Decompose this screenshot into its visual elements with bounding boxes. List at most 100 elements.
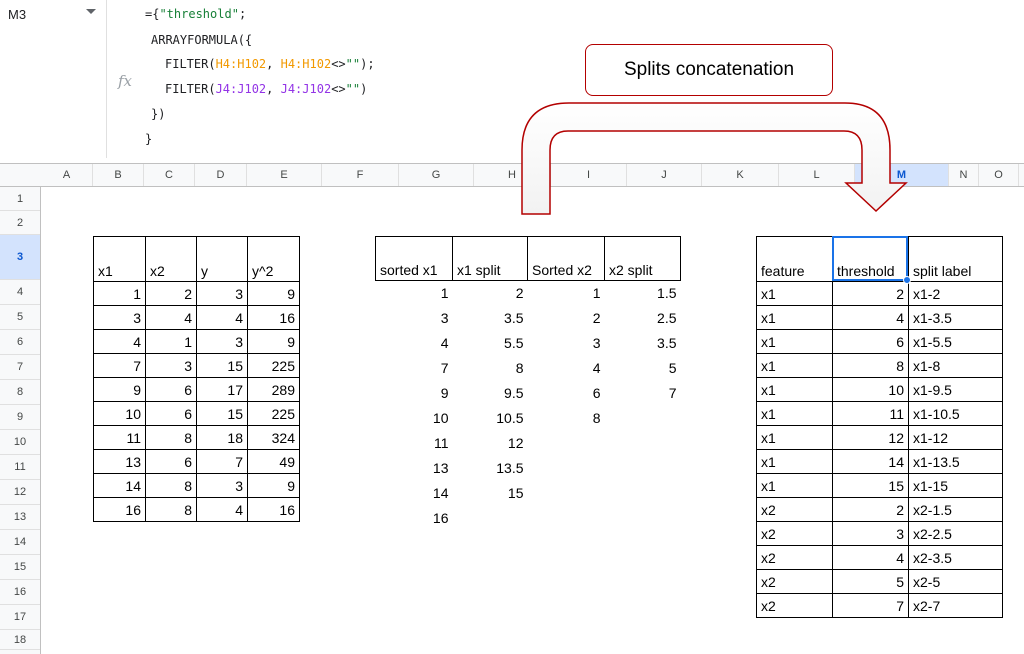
table-cell[interactable]: x2-5 xyxy=(908,569,1003,594)
table-cell[interactable]: 4 xyxy=(196,497,248,522)
chevron-down-icon[interactable] xyxy=(86,9,96,14)
table-cell[interactable] xyxy=(605,456,681,481)
table-cell[interactable]: x2 xyxy=(756,545,833,570)
table-cell[interactable]: 17 xyxy=(196,377,248,402)
table-cell[interactable]: x1-15 xyxy=(908,473,1003,498)
column-header-l[interactable]: L xyxy=(779,164,855,186)
formula-line-4[interactable]: FILTER(J4:J102, J4:J102<>"") xyxy=(165,82,367,96)
table-cell[interactable] xyxy=(453,506,528,531)
table-cell[interactable]: x1 xyxy=(756,425,833,450)
table-cell[interactable]: 5 xyxy=(668,360,677,376)
table-cell[interactable]: 49 xyxy=(247,449,300,474)
table-cell[interactable]: 11 xyxy=(433,435,449,451)
table-cell[interactable]: 9 xyxy=(247,473,300,498)
column-header-n[interactable]: N xyxy=(949,164,979,186)
row-header-5[interactable]: 5 xyxy=(0,305,40,330)
table-cell[interactable] xyxy=(605,481,681,506)
formula-line-6[interactable]: } xyxy=(145,132,152,146)
table-cell[interactable]: 7 xyxy=(93,353,146,378)
table-cell[interactable]: 5.5 xyxy=(504,335,524,351)
table-cell[interactable]: 6 xyxy=(145,401,197,426)
table-cell[interactable]: x1-8 xyxy=(908,353,1003,378)
table-cell[interactable]: 6 xyxy=(145,377,197,402)
table-cell[interactable]: 15 xyxy=(196,401,248,426)
table-cell[interactable]: x1-13.5 xyxy=(908,449,1003,474)
table-cell[interactable]: 10 xyxy=(832,377,909,402)
row-header-8[interactable]: 8 xyxy=(0,380,40,405)
table-cell[interactable]: 4 xyxy=(93,329,146,354)
table-cell[interactable]: x2 xyxy=(756,521,833,546)
table-cell[interactable]: 9 xyxy=(93,377,146,402)
table-cell[interactable]: 4 xyxy=(196,305,248,330)
table-cell[interactable]: 225 xyxy=(247,401,300,426)
table-cell[interactable] xyxy=(605,506,681,531)
table-cell[interactable]: 2 xyxy=(832,281,909,306)
table-cell[interactable]: 3 xyxy=(196,281,248,306)
column-header-j[interactable]: J xyxy=(627,164,702,186)
column-header-cell[interactable]: threshold xyxy=(832,236,909,282)
table-cell[interactable]: 14 xyxy=(832,449,909,474)
column-header-a[interactable]: A xyxy=(41,164,93,186)
table-cell[interactable]: 3 xyxy=(832,521,909,546)
table-cell[interactable]: 15 xyxy=(507,485,524,501)
column-header-b[interactable]: B xyxy=(93,164,144,186)
table-cell[interactable]: 8 xyxy=(145,425,197,450)
column-header-cell[interactable]: x2 xyxy=(145,236,197,282)
table-cell[interactable]: 11 xyxy=(832,401,909,426)
table-cell[interactable] xyxy=(605,406,681,431)
table-cell[interactable]: x2-1.5 xyxy=(908,497,1003,522)
column-header-cell[interactable]: split label xyxy=(908,236,1003,282)
table-cell[interactable]: 9 xyxy=(247,281,300,306)
table-cell[interactable]: x2-7 xyxy=(908,593,1003,618)
row-header-17[interactable]: 17 xyxy=(0,605,40,630)
table-cell[interactable]: 3 xyxy=(93,305,146,330)
column-header-cell[interactable]: Sorted x2 xyxy=(527,236,605,281)
column-header-cell[interactable]: y xyxy=(196,236,248,282)
table-cell[interactable]: 4 xyxy=(832,305,909,330)
fill-handle[interactable] xyxy=(903,276,911,284)
table-cell[interactable] xyxy=(528,506,605,531)
row-header-16[interactable]: 16 xyxy=(0,580,40,605)
table-cell[interactable]: x2-2.5 xyxy=(908,521,1003,546)
table-cell[interactable]: 2 xyxy=(145,281,197,306)
table-cell[interactable]: 2 xyxy=(515,285,524,302)
table-cell[interactable]: x1-10.5 xyxy=(908,401,1003,426)
formula-line-2[interactable]: ARRAYFORMULA({ xyxy=(151,33,252,47)
row-header-9[interactable]: 9 xyxy=(0,405,40,430)
table-cell[interactable]: 16 xyxy=(93,497,146,522)
column-header-cell[interactable]: feature xyxy=(756,236,833,282)
table-cell[interactable] xyxy=(528,481,605,506)
column-header-i[interactable]: I xyxy=(551,164,627,186)
table-cell[interactable]: x1 xyxy=(756,377,833,402)
table-cell[interactable]: 16 xyxy=(432,510,449,526)
table-cell[interactable]: 9.5 xyxy=(504,385,524,401)
formula-line-3[interactable]: FILTER(H4:H102, H4:H102<>""); xyxy=(165,57,375,71)
table-cell[interactable]: 8 xyxy=(145,497,197,522)
table-cell[interactable]: 4 xyxy=(832,545,909,570)
table-cell[interactable]: 324 xyxy=(247,425,300,450)
table-cell[interactable]: 8 xyxy=(832,353,909,378)
table-cell[interactable]: x1-9.5 xyxy=(908,377,1003,402)
table-cell[interactable]: 4 xyxy=(592,360,601,376)
table-cell[interactable]: 3 xyxy=(196,329,248,354)
table-cell[interactable]: 12 xyxy=(832,425,909,450)
table-cell[interactable]: 16 xyxy=(247,497,300,522)
column-header-m[interactable]: M xyxy=(855,164,949,186)
column-header-cell[interactable]: x1 split xyxy=(452,236,528,281)
row-header-11[interactable]: 11 xyxy=(0,455,40,480)
table-cell[interactable]: 14 xyxy=(93,473,146,498)
table-cell[interactable]: x1 xyxy=(756,449,833,474)
table-cell[interactable]: 2 xyxy=(832,497,909,522)
row-header-13[interactable]: 13 xyxy=(0,505,40,530)
table-cell[interactable]: 14 xyxy=(432,485,449,501)
column-header-cell[interactable]: x1 xyxy=(93,236,146,282)
table-cell[interactable]: 9 xyxy=(247,329,300,354)
table-cell[interactable]: 3.5 xyxy=(504,310,524,326)
table-cell[interactable]: 15 xyxy=(832,473,909,498)
row-header-10[interactable]: 10 xyxy=(0,430,40,455)
table-cell[interactable]: 8 xyxy=(145,473,197,498)
column-header-c[interactable]: C xyxy=(144,164,195,186)
table-cell[interactable]: 8 xyxy=(592,410,601,426)
table-cell[interactable]: 11 xyxy=(93,425,146,450)
table-cell[interactable]: 7 xyxy=(196,449,248,474)
